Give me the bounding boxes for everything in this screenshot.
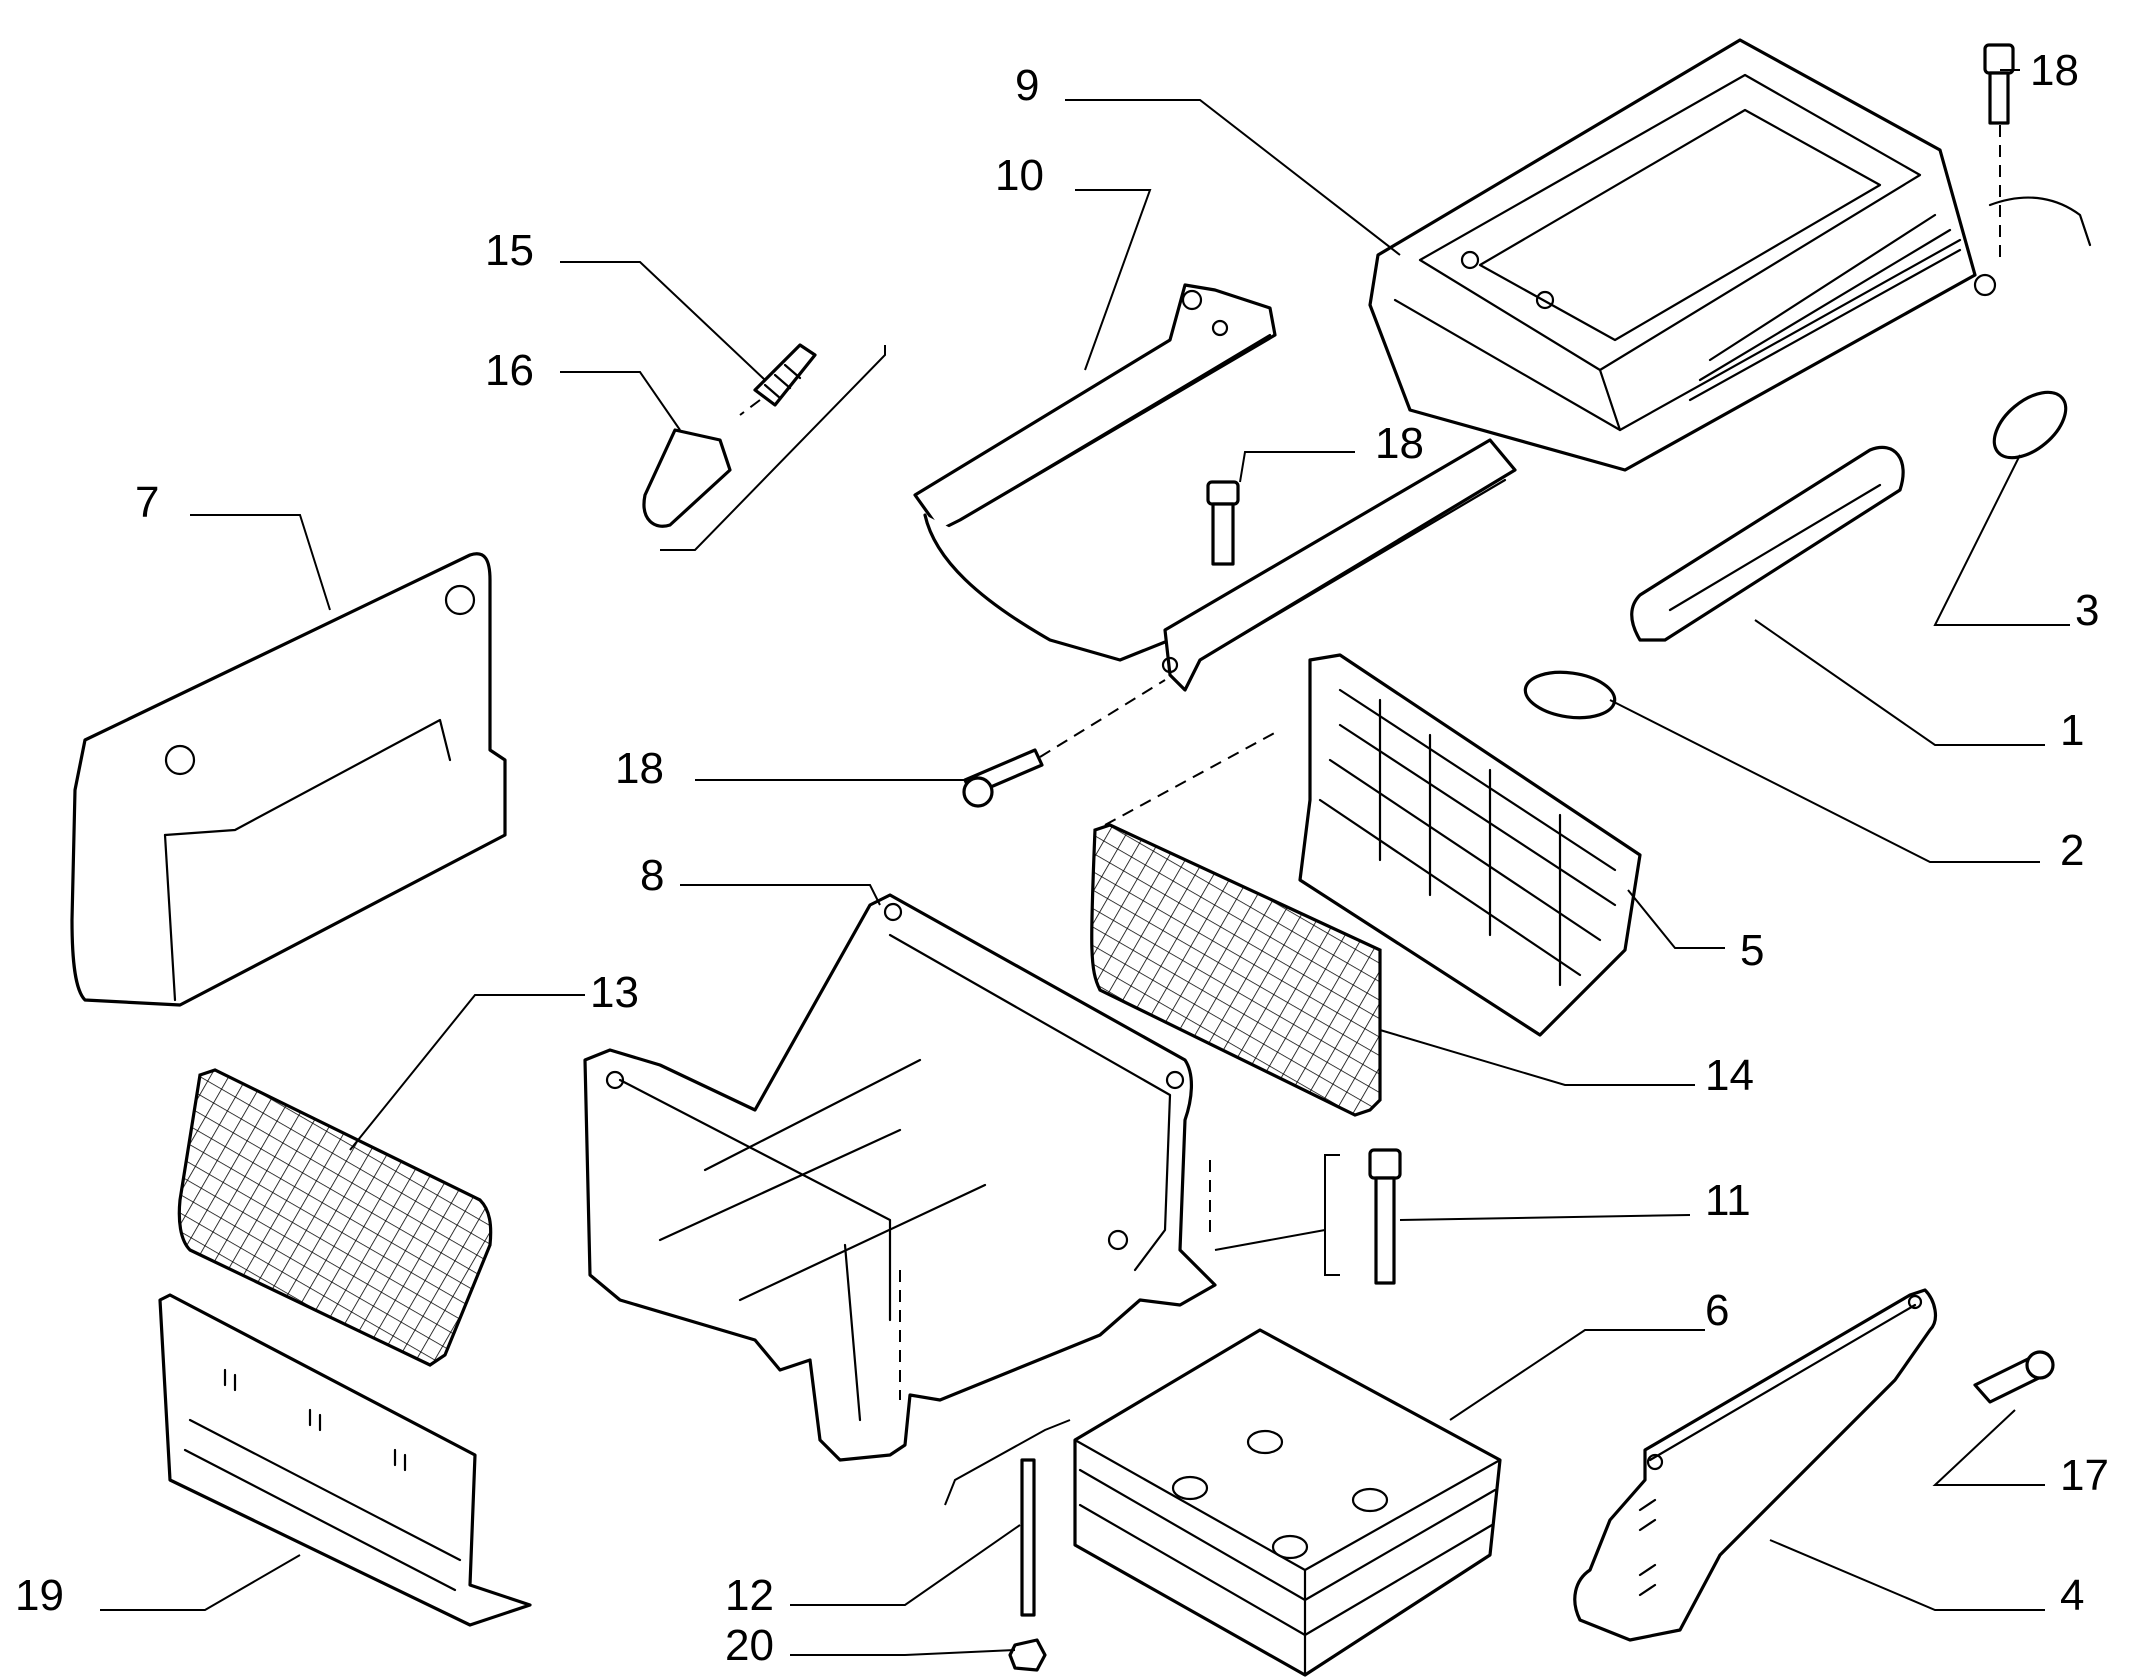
callout-14: 14 [1705,1051,1754,1100]
part-18-bolt-middle [1206,480,1240,566]
callout-11: 11 [1705,1176,1751,1225]
callout-15: 15 [485,226,534,275]
part-2-cap [1523,670,1617,720]
alignment-line [1039,679,1166,758]
part-14-mesh-panel [1090,823,1382,1117]
part-19-front-trim-panel [158,1293,532,1627]
callout-19: 19 [15,1571,64,1620]
part-20-nut [1008,1638,1047,1672]
part-3-cap [1992,390,2068,460]
alignment-line [739,399,761,416]
callout-20: 20 [725,1621,774,1670]
callout-1: 1 [2060,706,2084,755]
bracket-11 [1324,1154,1340,1276]
callout-3: 3 [2075,586,2099,635]
alignment-line [1104,729,1281,826]
part-4-side-trim [1573,1288,1938,1642]
part-9-seat-slide-mechanism [1368,38,2092,472]
part-13-mesh-panel [177,1068,493,1367]
callout-4: 4 [2060,1571,2084,1620]
part-12-threaded-rod [1020,1458,1036,1617]
part-18-bolt-left [962,748,1044,808]
part-6-tray [1073,1328,1502,1677]
callout-13: 13 [590,968,639,1017]
callout-17: 17 [2060,1451,2109,1500]
part-8-seat-base-frame [583,893,1217,1462]
callout-2: 2 [2060,826,2084,875]
callout-18-top: 18 [2030,46,2079,95]
callout-18-middle: 18 [1375,419,1424,468]
callout-7: 7 [135,478,159,527]
bracket-15-16 [660,345,886,551]
part-7-side-panel [70,552,507,1007]
callout-10: 10 [995,151,1044,200]
part-17-screw [1973,1350,2055,1404]
callout-12: 12 [725,1571,774,1620]
part-10-frame-bracket [913,283,1517,692]
part-16-clip [642,428,732,528]
leader-lines [100,69,2070,1656]
bracket-12 [944,1419,1071,1506]
part-1-trim-strip [1630,445,1905,642]
callout-6: 6 [1705,1286,1729,1335]
callout-9: 9 [1015,61,1039,110]
part-15-screw-anchor [753,343,817,407]
callout-18-left: 18 [615,744,664,793]
callout-5: 5 [1740,926,1764,975]
callout-16: 16 [485,346,534,395]
callout-8: 8 [640,851,664,900]
part-11-bolt [1368,1148,1402,1285]
part-5-rear-panel [1298,653,1642,1037]
part-18-bolt-top [1983,43,2015,125]
